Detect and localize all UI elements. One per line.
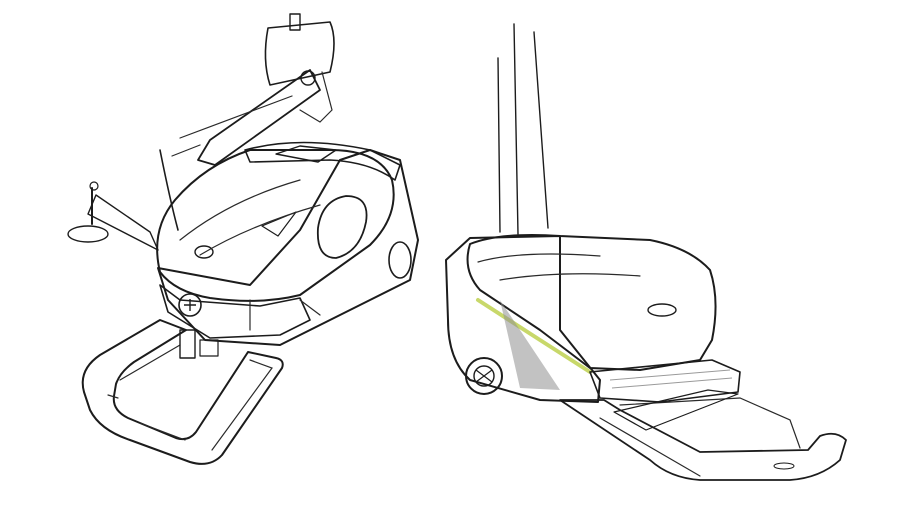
right-robot-sketch [445, 23, 847, 481]
left-side-brush [67, 181, 159, 251]
left-arm [159, 13, 335, 231]
left-floor-frame [81, 319, 284, 465]
right-floor-frame [559, 389, 847, 481]
right-pole-lines [497, 23, 549, 235]
right-robot-body [445, 234, 741, 403]
left-robot-sketch [67, 13, 419, 465]
left-robot-body [156, 141, 419, 359]
